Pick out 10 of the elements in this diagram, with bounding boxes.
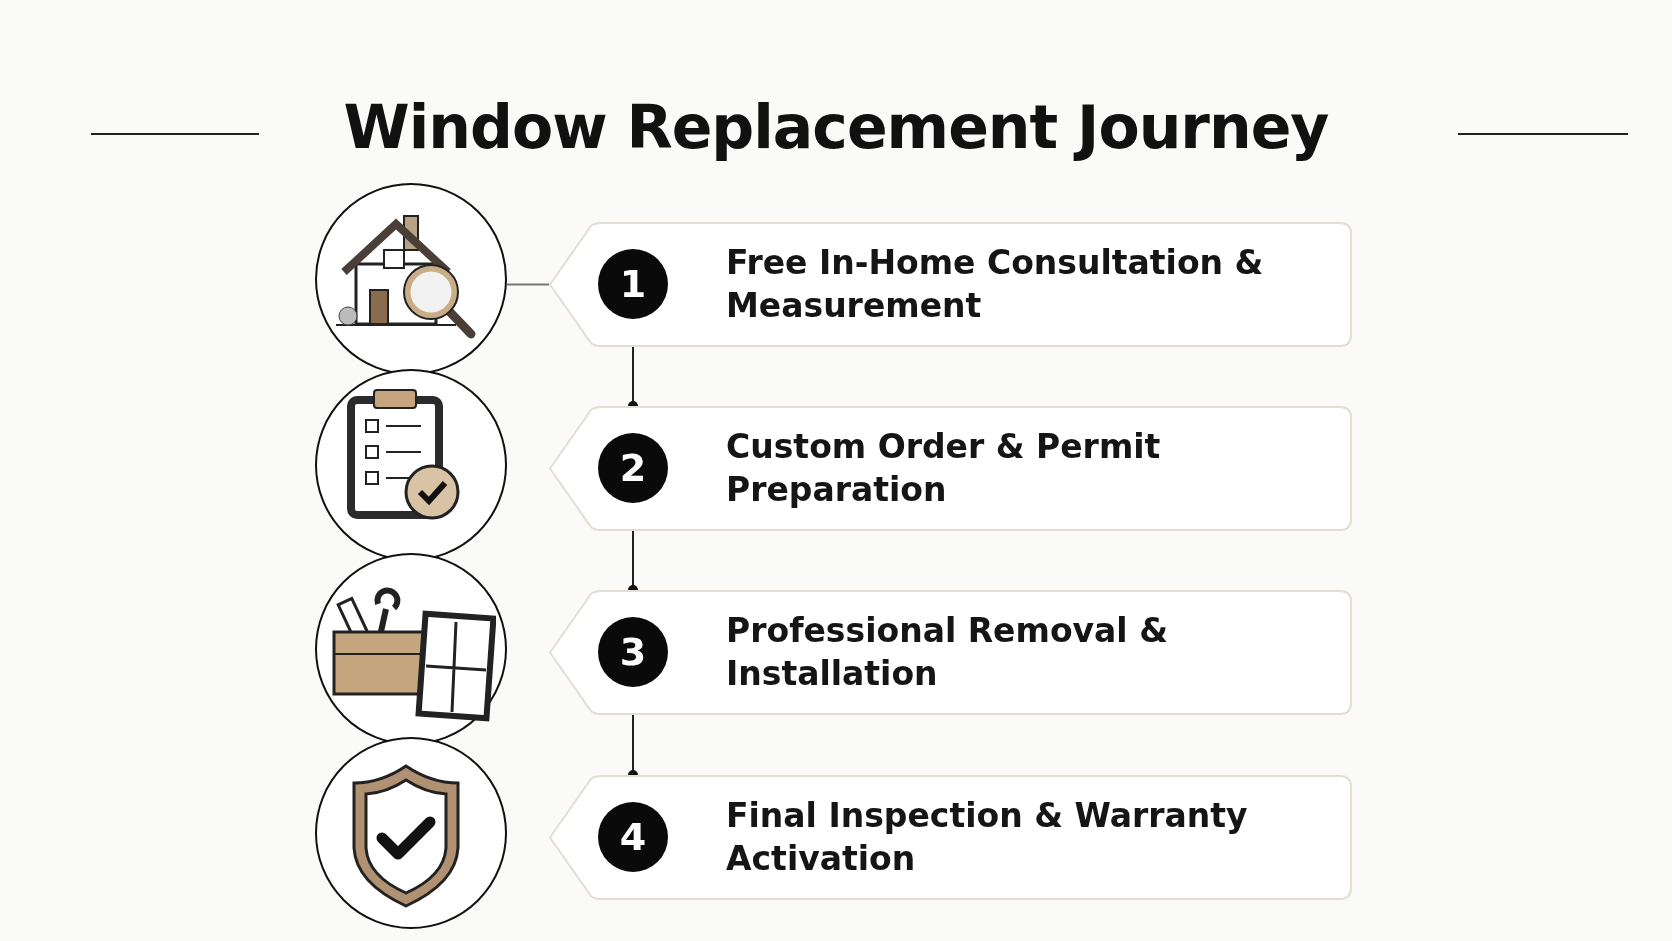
step-title: Professional Removal & Installation <box>726 609 1169 695</box>
step-title: Free In-Home Consultation & Measurement <box>726 241 1265 327</box>
step-title: Custom Order & Permit Preparation <box>726 425 1162 511</box>
step-card <box>549 775 1352 900</box>
step-card <box>549 406 1352 531</box>
step-title: Final Inspection & Warranty Activation <box>726 794 1249 880</box>
step-card <box>549 590 1352 715</box>
connector-line <box>506 283 550 286</box>
title: Window Replacement Journey <box>343 92 1329 162</box>
step-card <box>549 222 1352 347</box>
